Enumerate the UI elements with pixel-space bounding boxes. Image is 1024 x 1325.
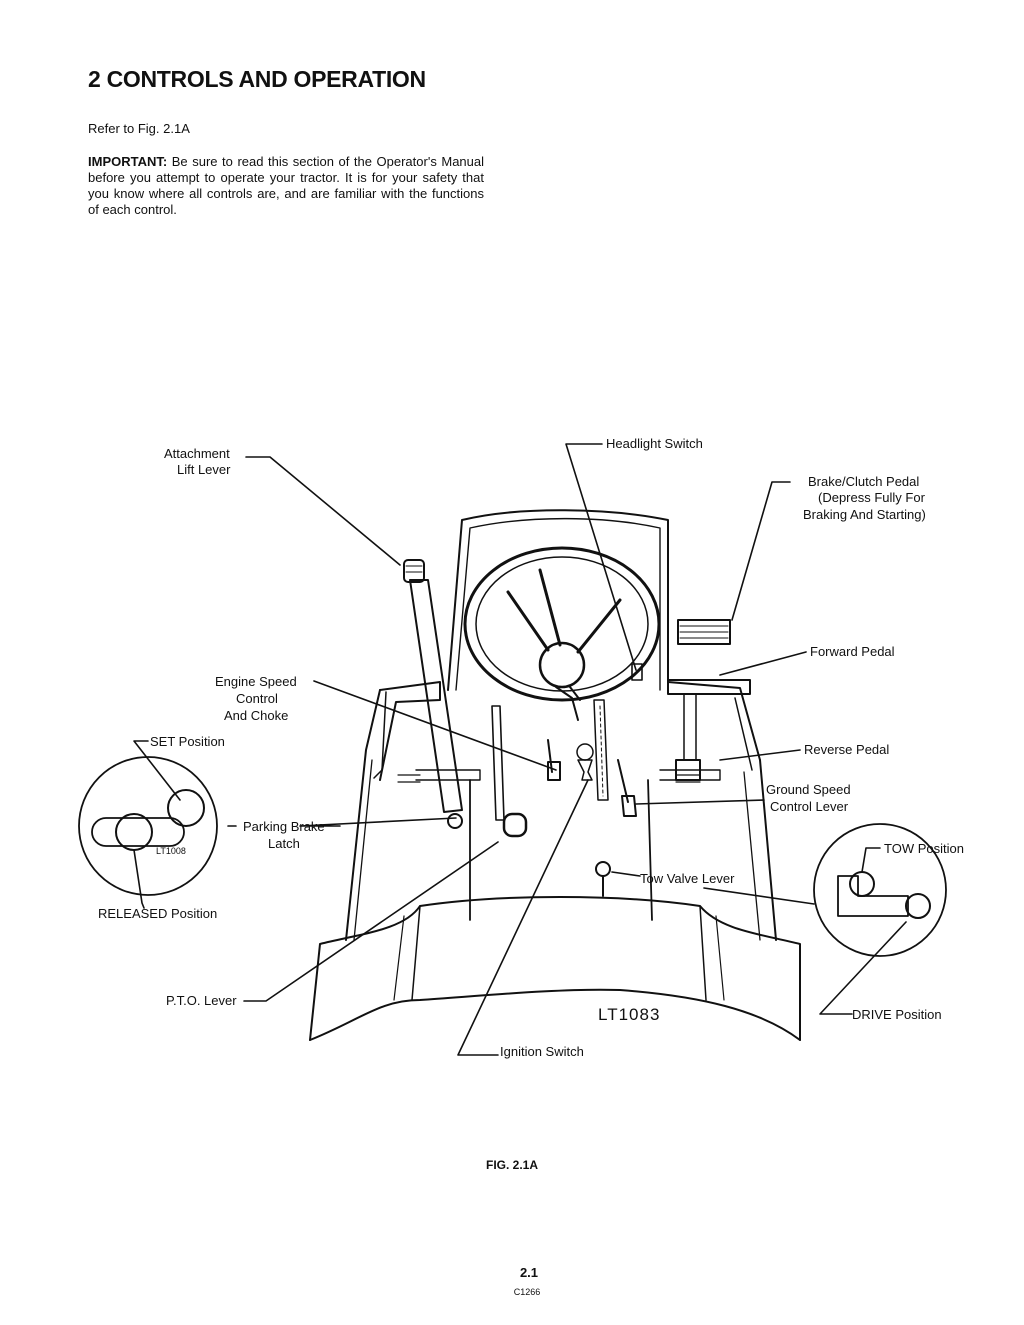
label-ground-speed-1: Ground Speed: [766, 782, 851, 797]
page-title: 2 CONTROLS AND OPERATION: [88, 66, 426, 92]
label-tow-valve-lever: Tow Valve Lever: [640, 871, 735, 886]
label-brake-clutch-1: Brake/Clutch Pedal: [808, 474, 919, 489]
label-drive-position: DRIVE Position: [852, 1007, 942, 1022]
tractor-drawing: [309, 509, 801, 1041]
label-forward-pedal: Forward Pedal: [810, 644, 895, 659]
important-notice: IMPORTANT: Be sure to read this section …: [88, 154, 484, 218]
label-attachment-lift-2: Lift Lever: [177, 462, 231, 477]
label-released-position: RELEASED Position: [98, 906, 217, 921]
label-parking-brake-1: Parking Brake: [243, 819, 325, 834]
label-engine-speed-2: Control: [236, 691, 278, 706]
important-lead: IMPORTANT:: [88, 154, 168, 169]
label-engine-speed-3: And Choke: [224, 708, 288, 723]
brake-latch-inset: [78, 756, 218, 896]
label-set-position: SET Position: [150, 734, 225, 749]
important-text: Be sure to read this section of the Oper…: [88, 154, 485, 217]
label-headlight-switch: Headlight Switch: [606, 436, 703, 451]
drawing-code: LT1083: [598, 1005, 660, 1024]
label-tow-position: TOW Position: [884, 841, 964, 856]
label-ignition-switch: Ignition Switch: [500, 1044, 584, 1059]
document-code: C1266: [513, 1287, 541, 1297]
label-brake-clutch-2: (Depress Fully For: [818, 490, 926, 505]
label-engine-speed-1: Engine Speed: [215, 674, 297, 689]
label-parking-brake-2: Latch: [268, 836, 300, 851]
figure-reference: Refer to Fig. 2.1A: [88, 121, 190, 136]
figure-labels: Attachment Lift Lever Headlight Switch B…: [98, 436, 964, 1059]
label-attachment-lift-1: Attachment: [164, 446, 230, 461]
label-reverse-pedal: Reverse Pedal: [804, 742, 889, 757]
label-pto-lever: P.T.O. Lever: [166, 993, 237, 1008]
label-brake-clutch-3: Braking And Starting): [803, 507, 926, 522]
figure-caption: FIG. 2.1A: [485, 1158, 538, 1172]
inset-code: LT1008: [156, 846, 186, 856]
page-number: 2.1: [519, 1265, 539, 1280]
leader-lines: [133, 443, 907, 1056]
label-ground-speed-2: Control Lever: [770, 799, 849, 814]
